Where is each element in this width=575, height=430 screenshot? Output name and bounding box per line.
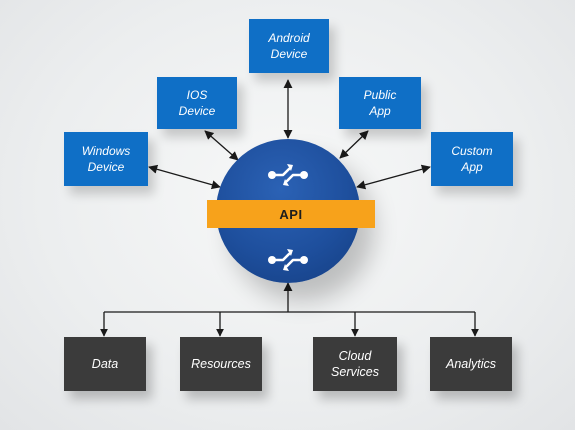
analytics-label: Analytics	[445, 357, 497, 371]
arrow-windows-api	[148, 164, 221, 190]
data-exchange-arrows-icon	[268, 164, 308, 186]
windows-device-label-line1: Windows	[81, 144, 131, 158]
cloud-services-label-line1: Cloud	[338, 349, 372, 363]
ios-device-label-line1: IOS	[186, 88, 208, 102]
android-device-label-line2: Device	[270, 47, 308, 61]
ios-device-box: IOS Device	[157, 77, 237, 129]
windows-device-label-line2: Device	[87, 160, 125, 174]
arrow-custom-app-api	[356, 164, 431, 190]
resources-label: Resources	[191, 357, 251, 371]
data-box: Data	[64, 337, 146, 391]
custom-app-label-line1: Custom	[451, 144, 493, 158]
analytics-box: Analytics	[430, 337, 512, 391]
ios-device-label-line2: Device	[178, 104, 216, 118]
data-label: Data	[91, 357, 119, 371]
custom-app-label-line2: App	[461, 160, 483, 174]
resources-box: Resources	[180, 337, 262, 391]
api-label: API	[279, 206, 303, 222]
arrow-public-app-api	[339, 130, 369, 159]
api-label-bar: API	[207, 200, 375, 228]
android-device-label-line1: Android	[268, 31, 310, 45]
data-exchange-arrows-icon	[268, 249, 308, 271]
arrow-ios-api	[204, 130, 239, 161]
public-app-label-line1: Public	[363, 88, 397, 102]
cloud-services-label-line2: Services	[331, 365, 379, 379]
public-app-label-line2: App	[369, 104, 391, 118]
